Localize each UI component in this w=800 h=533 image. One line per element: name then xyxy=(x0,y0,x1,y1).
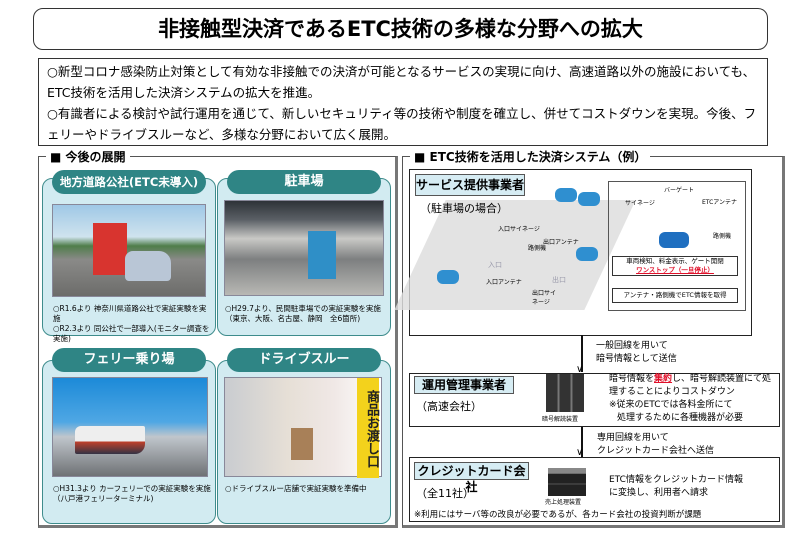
booth-shape xyxy=(93,223,127,275)
card-title: 地方道路公社(ETC未導入) xyxy=(52,170,206,194)
provider-label: サービス提供事業者 xyxy=(415,174,525,196)
map-label: 入口アンテナ xyxy=(486,279,522,286)
arrow-text: 暗号情報として送信 xyxy=(596,354,677,364)
arrow-down-icon: ∨ xyxy=(576,364,584,375)
detail-label: ETCアンテナ xyxy=(702,199,738,206)
highlight: 集約 xyxy=(654,374,673,384)
system-heading: ■ ETC技術を活用した決済システム（例） xyxy=(410,148,651,165)
card-title: ドライブスルー xyxy=(227,348,381,372)
operator-note: ※従来のETCでは各料金所にて xyxy=(609,400,733,410)
car-icon xyxy=(555,188,577,202)
step-box: 車両検知、料金表示、ゲート開閉 ワンストップ（一旦停止） xyxy=(612,256,738,276)
gate-detail-box xyxy=(608,181,746,311)
arrow-text: クレジットカード会社へ送信 xyxy=(597,446,715,456)
card-caption: ○H31.3より カーフェリーでの実証実験を実施 （八戸港フェリーターミナル) xyxy=(53,484,213,504)
card-title: フェリー乗り場 xyxy=(52,348,206,372)
arrow-text: 専用回線を用いて xyxy=(597,433,669,443)
detail-label: 路側機 xyxy=(713,233,732,240)
caption-line: ○H29.7より、民間駐車場での実証実験を実施 xyxy=(225,304,381,313)
caption-line: （東京、大阪、名古屋、静岡 全6箇所) xyxy=(225,314,361,323)
map-label: 入口 xyxy=(488,261,502,269)
card-company-text: ETC情報をクレジットカード情報 に変換し、利用者へ請求 xyxy=(609,474,743,500)
ship-shape xyxy=(75,426,145,454)
payment-machine-shape xyxy=(308,231,336,279)
arrow-line xyxy=(581,335,583,372)
text: し、暗号解読装置にて処理することによりコストダウン xyxy=(609,374,772,397)
step-text: 車両検知、料金表示、ゲート開閉 xyxy=(626,257,724,265)
caption-line: ○R2.3より 同公社で一部導入(モニター調査を実施) xyxy=(53,324,210,343)
car-icon xyxy=(576,247,598,261)
map-label: 出口 xyxy=(552,276,566,284)
car-icon xyxy=(437,270,459,284)
photo-drive-through: 商品お渡し口 xyxy=(224,377,382,478)
arrow-note: 専用回線を用いて クレジットカード会社へ送信 xyxy=(597,432,714,458)
provider-sub: （駐車場の場合） xyxy=(420,202,508,215)
bag-shape xyxy=(291,428,313,460)
sales-device-icon xyxy=(548,468,586,496)
caption-line: （八戸港フェリーターミナル) xyxy=(53,494,154,503)
arrow-down-icon: ∨ xyxy=(576,447,584,458)
arrow-text: 一般回線を用いて xyxy=(596,341,668,351)
card-title: 駐車場 xyxy=(227,170,381,194)
sign-text: 商品お渡し口 xyxy=(357,378,379,478)
photo-toll-booth xyxy=(52,204,206,297)
map-label: 入口サイネージ xyxy=(498,226,540,233)
car-icon xyxy=(578,192,600,206)
card-caption: ○ドライブスルー店舗で実証実験を準備中 xyxy=(225,484,367,493)
car-shape xyxy=(125,251,171,281)
car-icon xyxy=(659,232,689,248)
future-panel xyxy=(38,156,398,528)
future-heading: ■ 今後の展開 xyxy=(46,148,130,165)
card-text: ETC情報をクレジットカード情報 xyxy=(609,475,743,485)
detail-label: サイネージ xyxy=(625,200,655,207)
caption-line: ○R1.6より 神奈川県道路公社で実証実験を実施 xyxy=(53,304,207,323)
card-company-label: クレジットカード会社 xyxy=(414,462,529,494)
map-label: 出口アンテナ xyxy=(543,239,579,246)
arrow-line xyxy=(581,427,583,457)
intro-box: ○新型コロナ感染防止対策として有効な非接触での決済が可能となるサービスの実現に向… xyxy=(38,58,768,146)
map-label: 出口サイネージ xyxy=(532,290,557,306)
photo-parking-gate xyxy=(224,200,384,296)
server-icon xyxy=(546,374,584,412)
operator-label: 運用管理事業者 xyxy=(414,376,514,394)
operator-note: 処理するために各種機器が必要 xyxy=(617,413,744,423)
card-caption: ○R1.6より 神奈川県道路公社で実証実験を実施 ○R2.3より 同公社で一部導… xyxy=(53,304,213,344)
intro-line-1: ○新型コロナ感染防止対策として有効な非接触での決済が可能となるサービスの実現に向… xyxy=(47,64,756,100)
page-title: 非接触型決済であるETC技術の多様な分野への拡大 xyxy=(33,8,768,50)
card-caption: ○H29.7より、民間駐車場での実証実験を実施 （東京、大阪、名古屋、静岡 全6… xyxy=(225,304,390,324)
photo-ferry xyxy=(52,377,208,477)
card-text: に変換し、利用者へ請求 xyxy=(609,488,709,498)
operator-sub: （高速会社） xyxy=(416,400,482,413)
detail-label: バーゲート xyxy=(664,187,695,194)
card-company-note: ※利用にはサーバ等の改良が必要であるが、各カード会社の投資判断が課題 xyxy=(414,510,702,520)
text: 暗号情報を xyxy=(609,374,655,384)
map-label: 路側機 xyxy=(528,245,547,252)
step-highlight: ワンストップ（一旦停止） xyxy=(636,266,714,274)
operator-desc: 暗号情報を集約し、暗号解読装置にて処理することによりコストダウン xyxy=(609,373,777,399)
step-box: アンテナ・路側機でETC情報を取得 xyxy=(612,288,738,303)
device-label: 売上処理装置 xyxy=(545,499,582,506)
arrow-note: 一般回線を用いて 暗号情報として送信 xyxy=(596,340,677,366)
caption-line: ○H31.3より カーフェリーでの実証実験を実施 xyxy=(53,484,211,493)
intro-line-2: ○有識者による検討や試行運用を通じて、新しいセキュリティ等の技術や制度を確立し、… xyxy=(47,106,757,142)
card-company-sub: （全11社） xyxy=(416,487,474,500)
operator-text: 暗号情報を集約し、暗号解読装置にて処理することによりコストダウン ※従来のETC… xyxy=(609,373,777,425)
device-label: 暗号解読装置 xyxy=(542,416,579,423)
